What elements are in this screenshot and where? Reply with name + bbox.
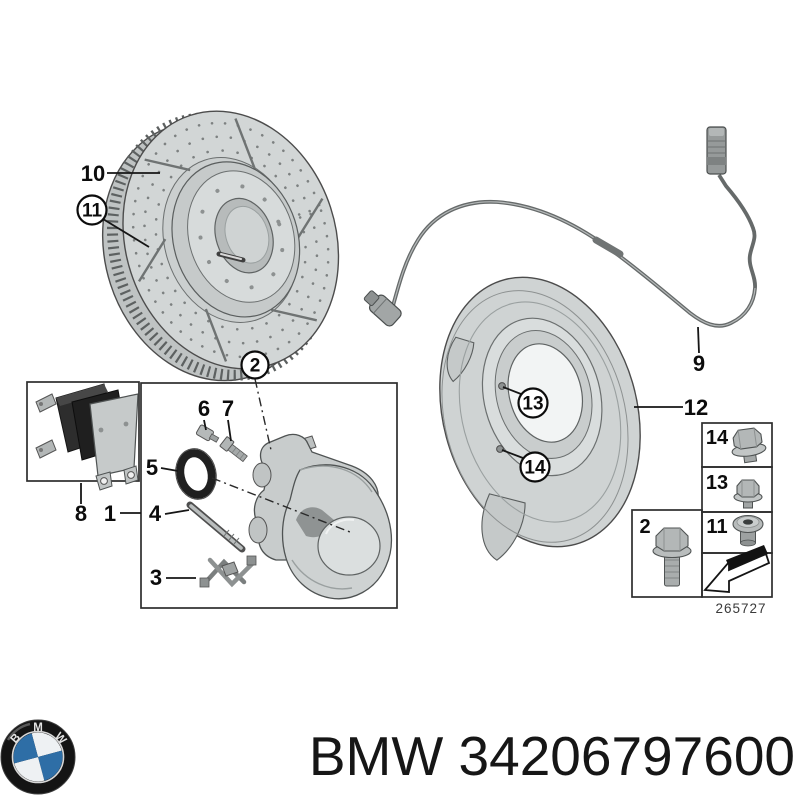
pads-box [26,381,140,482]
bleed-screw-drawing [195,424,220,443]
callout-13: 13 [517,387,549,419]
brake-disc-drawing [101,110,340,382]
callout-12: 12 [684,395,708,420]
leader-11 [102,218,150,248]
bmw-logo-letter-m: M [33,722,43,734]
guide-pin-drawing [186,501,246,553]
svg-text:11: 11 [82,201,103,222]
caliper-drawing [248,433,393,600]
hardware-box-2 [631,509,703,598]
callout-1: 1 [104,501,116,526]
leader-14 [501,449,524,459]
leader-2 [254,378,272,451]
hex-bolt-with-washer-icon [731,427,767,464]
callout-3: 3 [150,565,162,590]
leader-5 [160,467,179,472]
shield-stud-14 [496,445,504,453]
svg-text:2: 2 [250,356,261,377]
leader-13 [502,386,522,395]
direction-arrow-icon [703,545,771,593]
brake-pads-drawing [35,383,139,491]
disc-slots [138,118,324,362]
drawing-number: 265727 [715,601,766,616]
cable-ferrule [592,236,624,258]
callout-2: 2 [240,350,270,380]
assembly-axis-line [211,477,351,533]
svg-text:13: 13 [522,394,543,415]
hardware-label-13: 13 [706,472,728,494]
sensor-connector [706,126,727,175]
callout-6: 6 [198,396,210,421]
callout-11: 11 [76,194,108,226]
sensor-head [363,290,402,327]
piston-seal-drawing [175,448,217,500]
guide-bolt-drawing [219,436,248,463]
hardware-label-2: 2 [639,516,650,538]
hex-flange-screw-icon [733,479,763,509]
leader-lines [80,172,700,579]
bmw-logo: B M W [0,719,76,795]
leader-9 [697,326,700,354]
hardware-label-11: 11 [706,516,727,538]
hex-bolt-long-icon [652,527,692,587]
leader-4 [164,509,190,515]
callout-9: 9 [693,351,705,376]
callout-8: 8 [75,501,87,526]
socket-plug-icon [732,514,764,547]
caliper-box [140,382,398,609]
hardware-label-14: 14 [706,427,729,449]
anti-rattle-spring-drawing [199,555,257,588]
callout-14: 14 [519,451,551,483]
disc-center-pin [216,251,246,263]
part-number-text: BMW 34206797600 [309,725,795,787]
callout-10: 10 [81,161,105,186]
callout-4: 4 [149,501,162,526]
leader-6 [203,419,207,431]
callout-7: 7 [222,396,234,421]
wear-sensor-cable-drawing [363,126,757,328]
svg-text:14: 14 [524,458,546,479]
leader-7 [227,419,232,442]
callout-5: 5 [146,455,158,480]
bmw-logo-quadrants [13,732,63,782]
